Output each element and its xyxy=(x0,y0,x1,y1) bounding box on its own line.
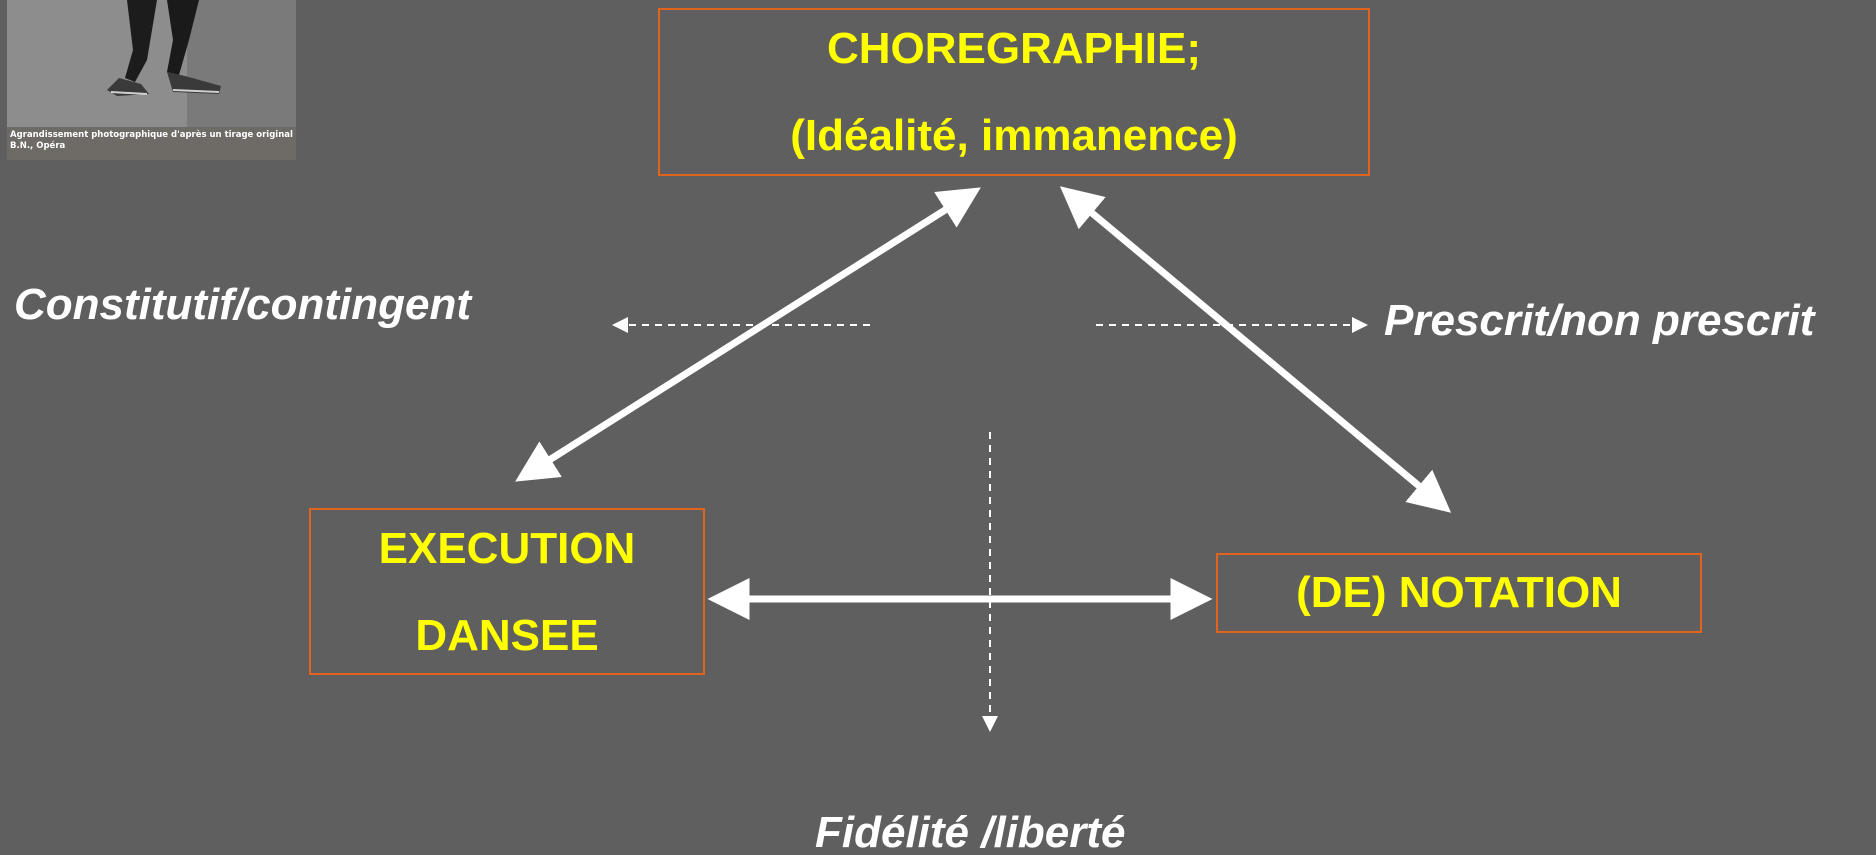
arrow-choregraphie-execution xyxy=(515,187,981,482)
node-notation: (DE) NOTATION xyxy=(1216,553,1702,633)
axis-label-constitutif: Constitutif/contingent xyxy=(14,280,472,329)
photo-caption: Agrandissement photographique d'après un… xyxy=(7,127,296,160)
arrow-choregraphie-notation xyxy=(1059,186,1452,513)
node-execution-line2: DANSEE xyxy=(415,610,599,660)
node-choregraphie: CHOREGRAPHIE; (Idéalité, immanence) xyxy=(658,8,1370,176)
axis-label-prescrit: Prescrit/non prescrit xyxy=(1384,296,1815,345)
photo-caption-line2: B.N., Opéra xyxy=(10,141,66,151)
photo-caption-line1: Agrandissement photographique d'après un… xyxy=(10,130,293,140)
node-notation-line1: (DE) NOTATION xyxy=(1296,568,1622,617)
axis-label-fidelite: Fidélité /liberté xyxy=(815,808,1126,855)
node-choregraphie-line2: (Idéalité, immanence) xyxy=(790,111,1238,160)
node-execution-line1: EXECUTION xyxy=(378,523,636,573)
node-execution: EXECUTION DANSEE xyxy=(309,508,705,675)
node-choregraphie-line1: CHOREGRAPHIE; xyxy=(826,24,1202,73)
dancer-photo: Agrandissement photographique d'après un… xyxy=(7,0,296,160)
dancer-legs-image xyxy=(7,0,296,128)
